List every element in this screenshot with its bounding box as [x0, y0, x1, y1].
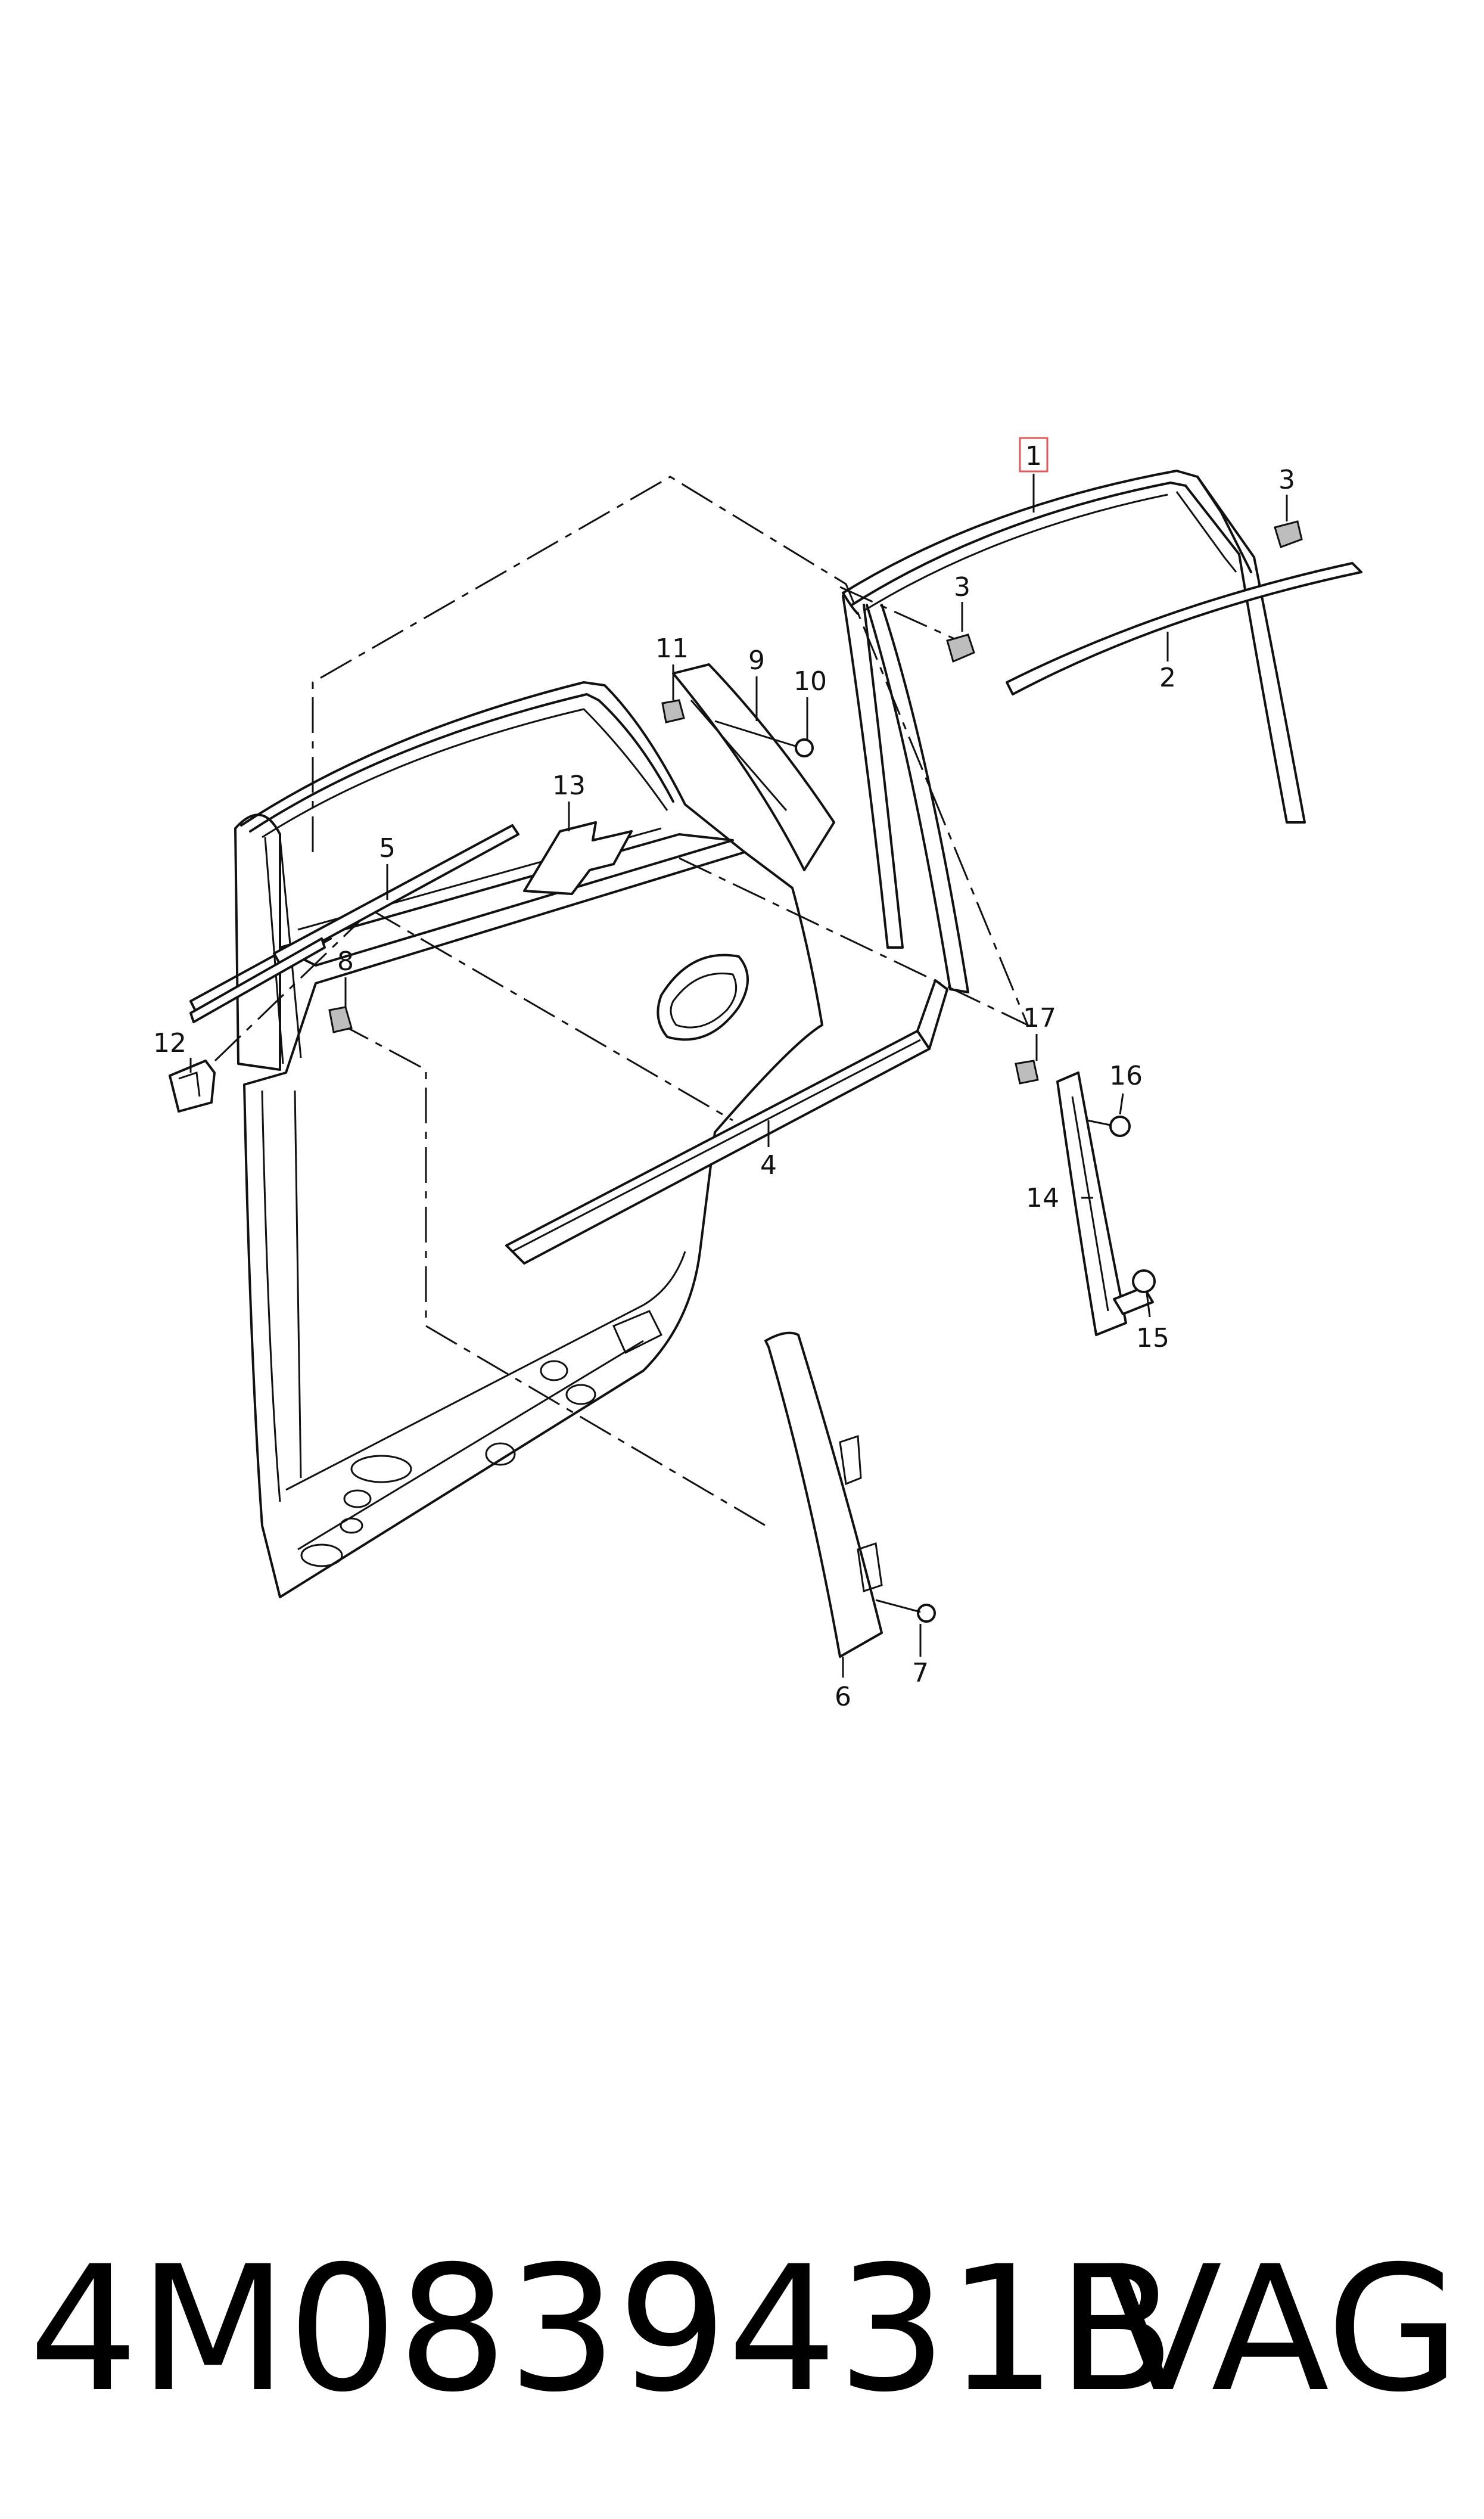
part-6-pillar-trim	[764, 1331, 883, 1658]
callout-11: 11	[655, 633, 689, 664]
part-11-clip	[661, 699, 685, 723]
part-5-inner-strip	[189, 824, 519, 1023]
callout-labels: 1 2 3 3 4 5 6 7 8 9 10 11 12 13 14 15 16…	[153, 437, 1295, 1712]
part-15-bolt	[1113, 1269, 1156, 1315]
callout-6: 6	[835, 1682, 851, 1712]
callout-17: 17	[1023, 1003, 1056, 1033]
part-17-clip	[1015, 1060, 1039, 1085]
callout-1-highlight	[1019, 437, 1049, 473]
callout-14: 14	[1026, 1183, 1059, 1213]
footer: 4M0839431B VAG	[0, 2241, 1484, 2419]
callout-leaders	[189, 474, 1288, 1678]
callout-3b: 3	[1278, 465, 1295, 495]
assembly-lines	[198, 476, 1029, 1527]
callout-5: 5	[379, 833, 396, 864]
part-8-clip	[328, 1006, 353, 1033]
part-10-screw	[714, 720, 814, 757]
callout-2: 2	[1159, 663, 1176, 693]
callout-4: 4	[760, 1150, 777, 1181]
part-1-frame-trim	[842, 470, 1306, 993]
callout-15: 15	[1136, 1323, 1169, 1353]
callout-8: 8	[337, 946, 354, 977]
callout-13: 13	[552, 771, 586, 801]
brand-label: VAG	[1104, 2229, 1460, 2430]
part-3-clips	[946, 520, 1303, 663]
part-12-bracket	[169, 1060, 216, 1113]
part-2-weatherstrip	[1006, 562, 1362, 695]
part-number: 4M0839431B	[29, 2229, 1176, 2430]
callout-7: 7	[912, 1658, 929, 1688]
part-4-belt-strip	[505, 979, 948, 1265]
callout-12: 12	[153, 1028, 186, 1058]
part-14-guide-rail	[1056, 1071, 1127, 1336]
callout-16: 16	[1109, 1061, 1143, 1091]
callout-1: 1	[1025, 441, 1042, 471]
callout-9: 9	[748, 645, 765, 676]
part-16-screw	[1087, 1116, 1131, 1137]
part-9-cover	[672, 663, 835, 871]
callout-10: 10	[794, 666, 827, 697]
rear-door-frame	[189, 681, 823, 1598]
callout-3a: 3	[954, 572, 970, 602]
part-7-screw	[875, 1599, 936, 1623]
part-13-bracket	[523, 821, 633, 895]
